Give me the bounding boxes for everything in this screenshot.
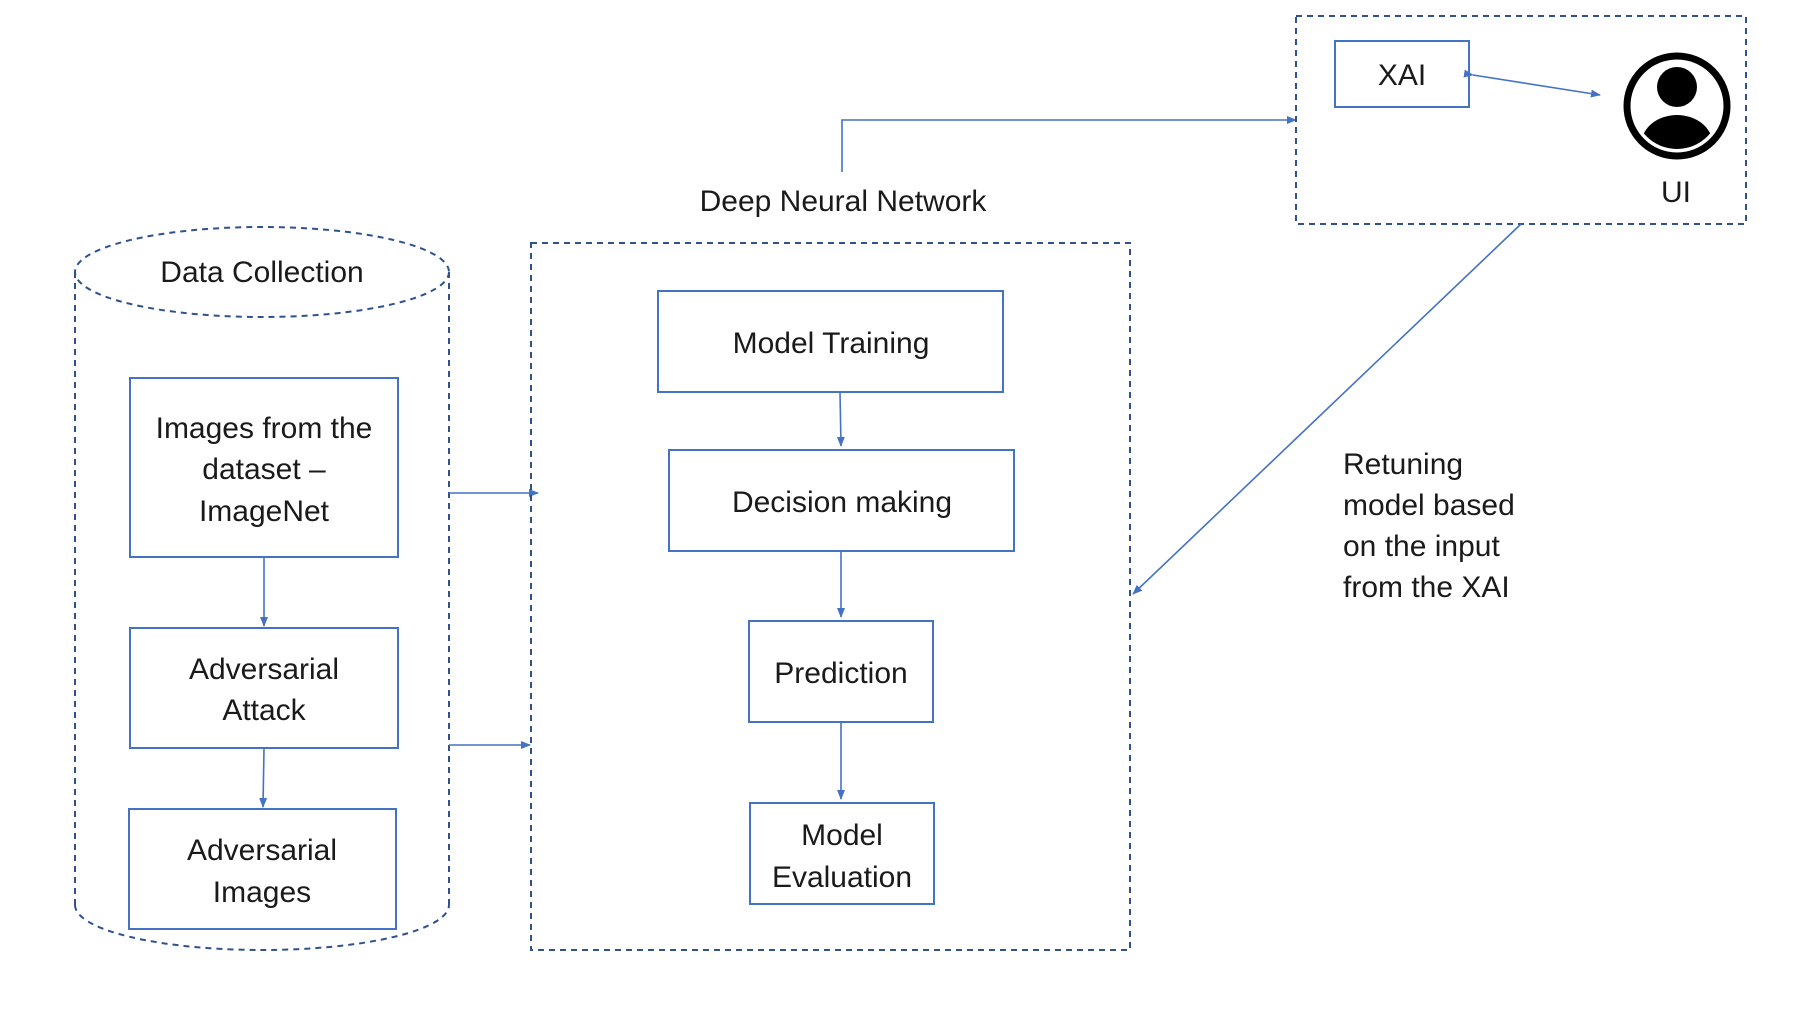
arrow-xai-to-dnn-retuning: [1132, 223, 1522, 595]
adversarial-attack-box: [129, 627, 399, 749]
adversarial-attack-line1: Adversarial: [189, 653, 339, 686]
dnn-container: [530, 242, 1131, 951]
imagenet-box-line2: dataset –: [202, 453, 326, 486]
retuning-note-line3: on the input: [1343, 530, 1500, 563]
decision-making-label: Decision making: [732, 486, 952, 519]
arrow-dnn-to-xai: [841, 116, 1297, 172]
ui-label: UI: [1661, 176, 1691, 209]
imagenet-box-line3: ImageNet: [199, 495, 330, 528]
retuning-note-line2: model based: [1343, 489, 1515, 522]
xai-box: [1334, 40, 1470, 108]
data-collection-title: Data Collection: [160, 256, 363, 289]
model-evaluation-box: [749, 802, 935, 905]
imagenet-box-line1: Images from the: [156, 412, 373, 445]
imagenet-dataset-box: [129, 377, 399, 558]
arrow-xai-user-bidirectional: [1463, 69, 1601, 98]
arrow-training-to-decision: [836, 391, 845, 447]
adversarial-images-line1: Adversarial: [187, 834, 337, 867]
data-collection-cylinder: [74, 226, 450, 951]
adversarial-images-box: [128, 808, 397, 930]
adversarial-images-line2: Images: [213, 876, 311, 909]
model-training-box: [657, 290, 1004, 393]
user-icon: [1623, 52, 1731, 160]
arrow-attack-to-images: [259, 747, 268, 808]
decision-making-box: [668, 449, 1015, 552]
model-evaluation-line2: Evaluation: [772, 861, 912, 894]
retuning-note-line1: Retuning: [1343, 448, 1463, 481]
adversarial-attack-line2: Attack: [222, 694, 306, 727]
prediction-label: Prediction: [774, 657, 907, 690]
retuning-note-line4: from the XAI: [1343, 571, 1510, 604]
model-evaluation-line1: Model: [801, 819, 883, 852]
model-training-label: Model Training: [733, 327, 930, 360]
dnn-title: Deep Neural Network: [700, 185, 988, 218]
xai-label: XAI: [1378, 59, 1426, 92]
